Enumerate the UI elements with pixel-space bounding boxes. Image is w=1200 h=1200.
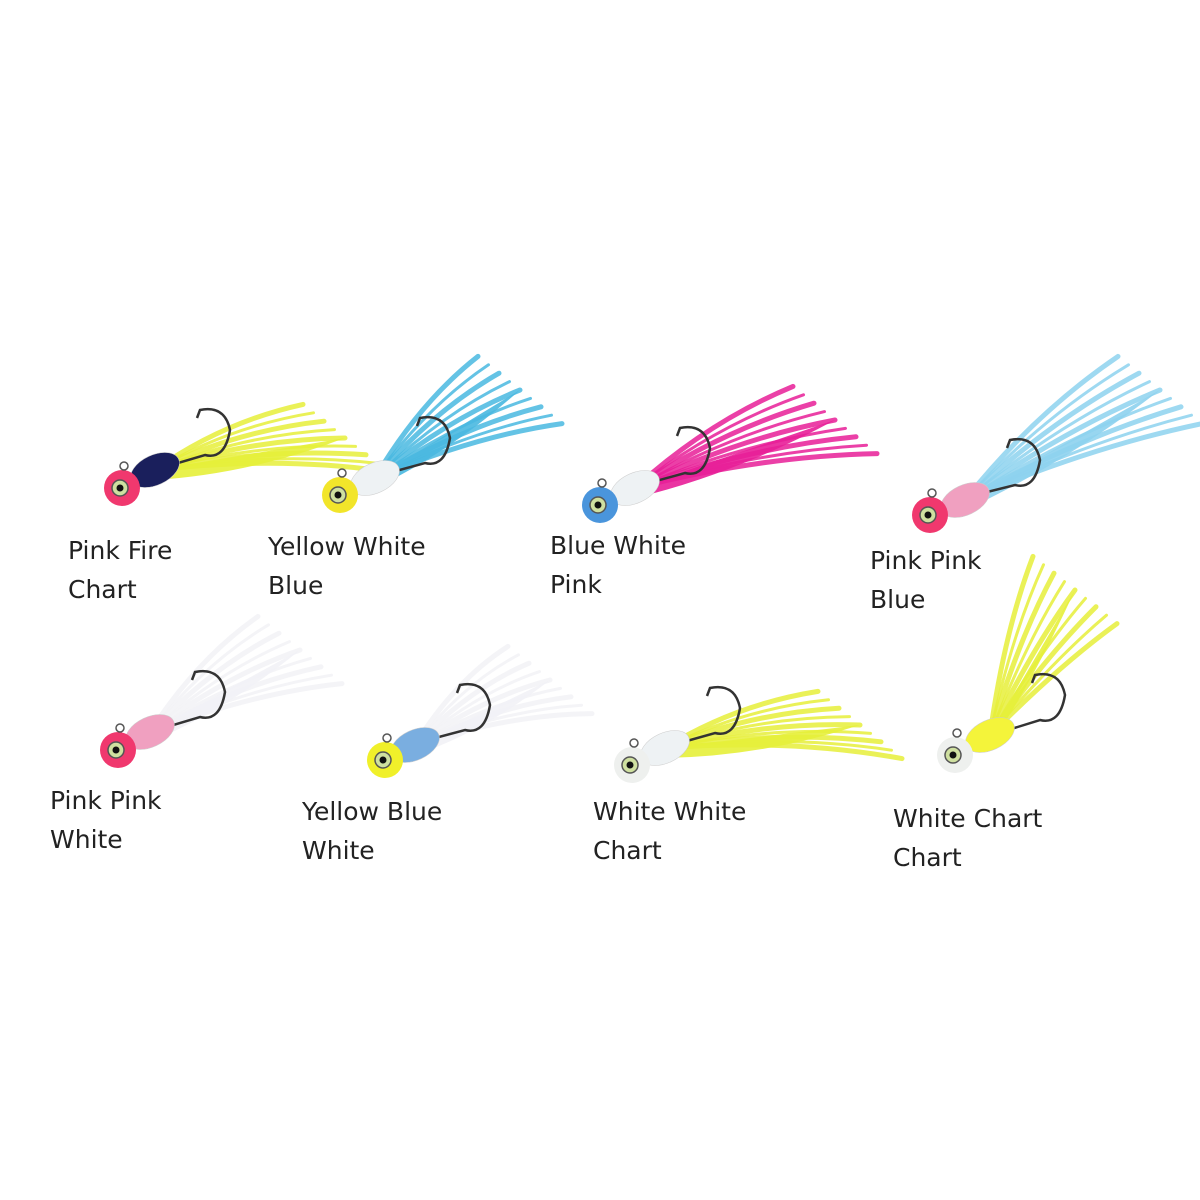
hook xyxy=(934,437,1042,507)
label-line: Yellow White xyxy=(268,532,426,561)
tail-feather xyxy=(987,587,1078,738)
tail xyxy=(635,420,835,498)
tail xyxy=(375,390,520,488)
label-line: Chart xyxy=(68,575,137,604)
label-line: Blue White xyxy=(550,531,686,560)
label-line: Pink Fire xyxy=(68,536,173,565)
line-tie xyxy=(927,488,937,498)
line-tie xyxy=(629,738,639,748)
hook xyxy=(636,685,742,757)
line-tie xyxy=(382,733,392,743)
hook xyxy=(344,415,452,487)
tail-feather xyxy=(962,353,1121,503)
label-line: White xyxy=(302,836,375,865)
label-line: Chart xyxy=(893,843,962,872)
jig-1 xyxy=(104,401,390,506)
hook xyxy=(389,682,492,752)
label-line: White White xyxy=(593,797,747,826)
tail-feather xyxy=(962,370,1142,503)
hook xyxy=(604,425,712,497)
jig-pupil xyxy=(949,751,957,759)
jig-4 xyxy=(912,353,1200,533)
line-tie xyxy=(337,468,347,478)
jig-3 xyxy=(582,383,880,523)
jig-pupil xyxy=(116,484,124,492)
jig-pupil xyxy=(626,761,634,769)
line-tie xyxy=(115,723,125,733)
label-line: Pink Pink xyxy=(50,786,162,815)
tail xyxy=(155,438,345,480)
jig-pupil xyxy=(924,511,932,519)
label-line: Pink Pink xyxy=(870,546,982,575)
label-line: Chart xyxy=(593,836,662,865)
tail-feather xyxy=(987,553,1036,738)
tail-feather xyxy=(987,570,1057,738)
jig-pupil xyxy=(112,746,120,754)
jig-8 xyxy=(937,553,1120,773)
jig-pupil xyxy=(334,491,342,499)
jig-2 xyxy=(322,353,565,513)
jig-6 xyxy=(367,643,595,778)
hook xyxy=(126,407,232,480)
tail xyxy=(965,390,1160,510)
label-line: White Chart xyxy=(893,804,1043,833)
tail xyxy=(990,590,1075,745)
label-line: White xyxy=(50,825,123,854)
hook xyxy=(959,672,1067,747)
tail-feather xyxy=(962,387,1163,503)
hook xyxy=(122,669,227,742)
label-line: Blue xyxy=(870,585,926,614)
line-tie xyxy=(597,478,607,488)
label-line: Blue xyxy=(268,571,324,600)
line-tie xyxy=(952,728,962,738)
jig-pupil xyxy=(379,756,387,764)
tail xyxy=(665,725,860,758)
jig-5 xyxy=(100,613,345,768)
tail-feather xyxy=(632,417,838,491)
tail xyxy=(415,680,550,755)
label-line: Pink xyxy=(550,570,602,599)
jig-pupil xyxy=(594,501,602,509)
label-line: Yellow Blue xyxy=(302,797,443,826)
line-tie xyxy=(119,461,129,471)
jig-7 xyxy=(614,685,905,783)
